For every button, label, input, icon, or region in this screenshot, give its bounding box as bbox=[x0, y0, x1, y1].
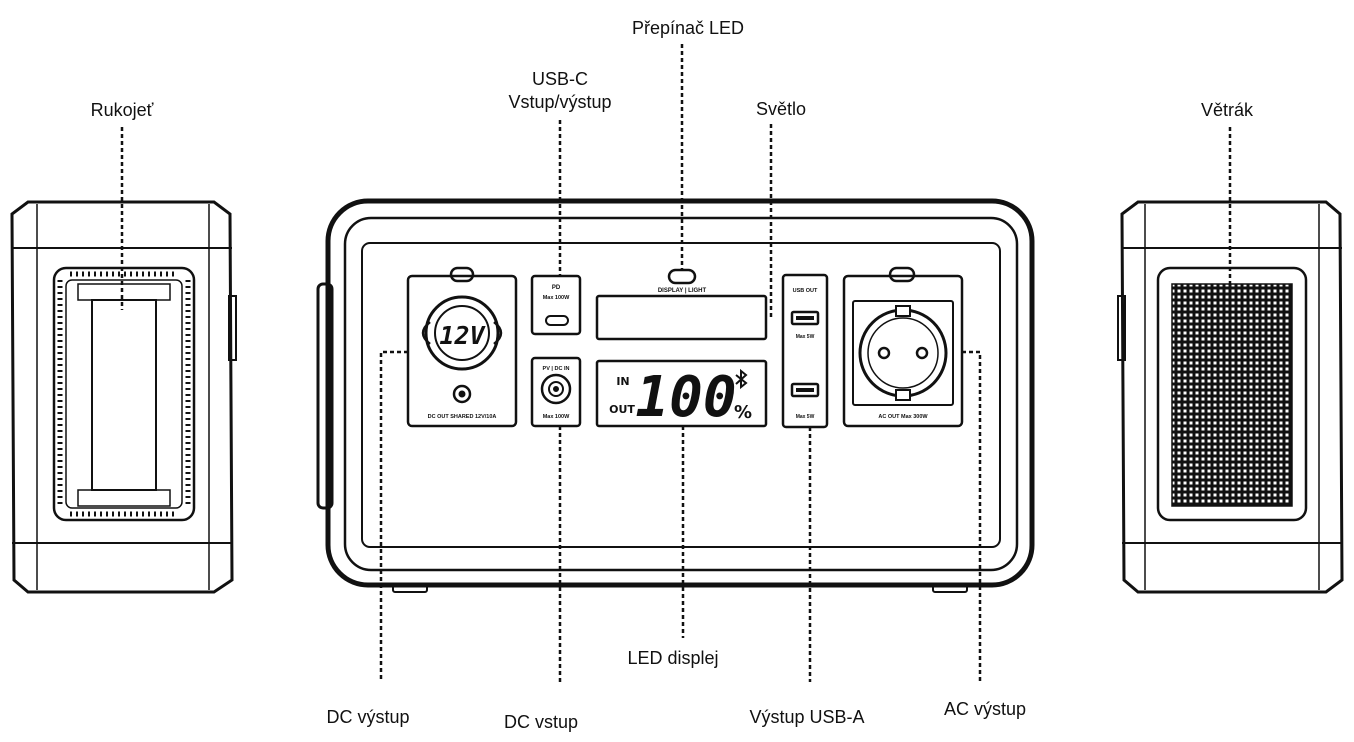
label-usba-out: Výstup USB-A bbox=[749, 707, 865, 727]
display-unit: % bbox=[734, 402, 752, 423]
usb-c-port-module bbox=[530, 274, 582, 336]
dc-out-rating: DC OUT SHARED 12V/10A bbox=[428, 414, 497, 420]
usb-a1-rating: Max 5W bbox=[796, 334, 815, 340]
usb-a-module bbox=[781, 273, 829, 429]
left-side-view bbox=[10, 200, 237, 594]
label-ac-out: AC výstup bbox=[943, 699, 1027, 719]
label-dc-out: DC výstup bbox=[326, 707, 410, 727]
right-side-view bbox=[1117, 200, 1344, 594]
led-switch-button[interactable] bbox=[667, 268, 697, 285]
label-light: Světlo bbox=[755, 99, 807, 119]
ac-output-module bbox=[842, 266, 964, 428]
display-light-label: DISPLAY | LIGHT bbox=[658, 288, 707, 294]
pv-dc-in-label: PV | DC IN bbox=[543, 366, 570, 372]
label-fan: Větrák bbox=[1200, 100, 1254, 120]
usb-a2-rating: Max 5W bbox=[796, 414, 815, 420]
display-in-label: IN bbox=[616, 375, 629, 388]
dc-input-module bbox=[530, 356, 582, 428]
pd-label: PD bbox=[552, 285, 561, 291]
label-dc-in: DC vstup bbox=[503, 712, 579, 732]
handle bbox=[52, 266, 196, 522]
bluetooth-icon bbox=[735, 368, 748, 390]
light-panel bbox=[595, 294, 768, 341]
leader-dc-out bbox=[379, 350, 408, 682]
label-usbc-subtitle: Vstup/výstup bbox=[508, 92, 612, 112]
leader-lines bbox=[120, 44, 1232, 682]
pd-rating: Max 100W bbox=[543, 295, 570, 301]
label-usbc-title: USB-C bbox=[531, 69, 589, 89]
car-socket-label: 12V bbox=[439, 321, 486, 350]
usb-out-label: USB OUT bbox=[793, 288, 818, 294]
ac-out-rating: AC OUT Max 300W bbox=[878, 414, 928, 420]
fan bbox=[1156, 266, 1308, 522]
display-out-label: OUT bbox=[609, 403, 635, 416]
label-handle: Rukojeť bbox=[90, 100, 154, 120]
led-display bbox=[595, 359, 768, 428]
display-value: 100 bbox=[635, 365, 736, 430]
leader-ac-out bbox=[962, 350, 982, 682]
dc-in-rating: Max 100W bbox=[543, 414, 570, 420]
label-led-switch: Přepínač LED bbox=[631, 18, 745, 38]
label-led-display: LED displej bbox=[627, 648, 719, 668]
